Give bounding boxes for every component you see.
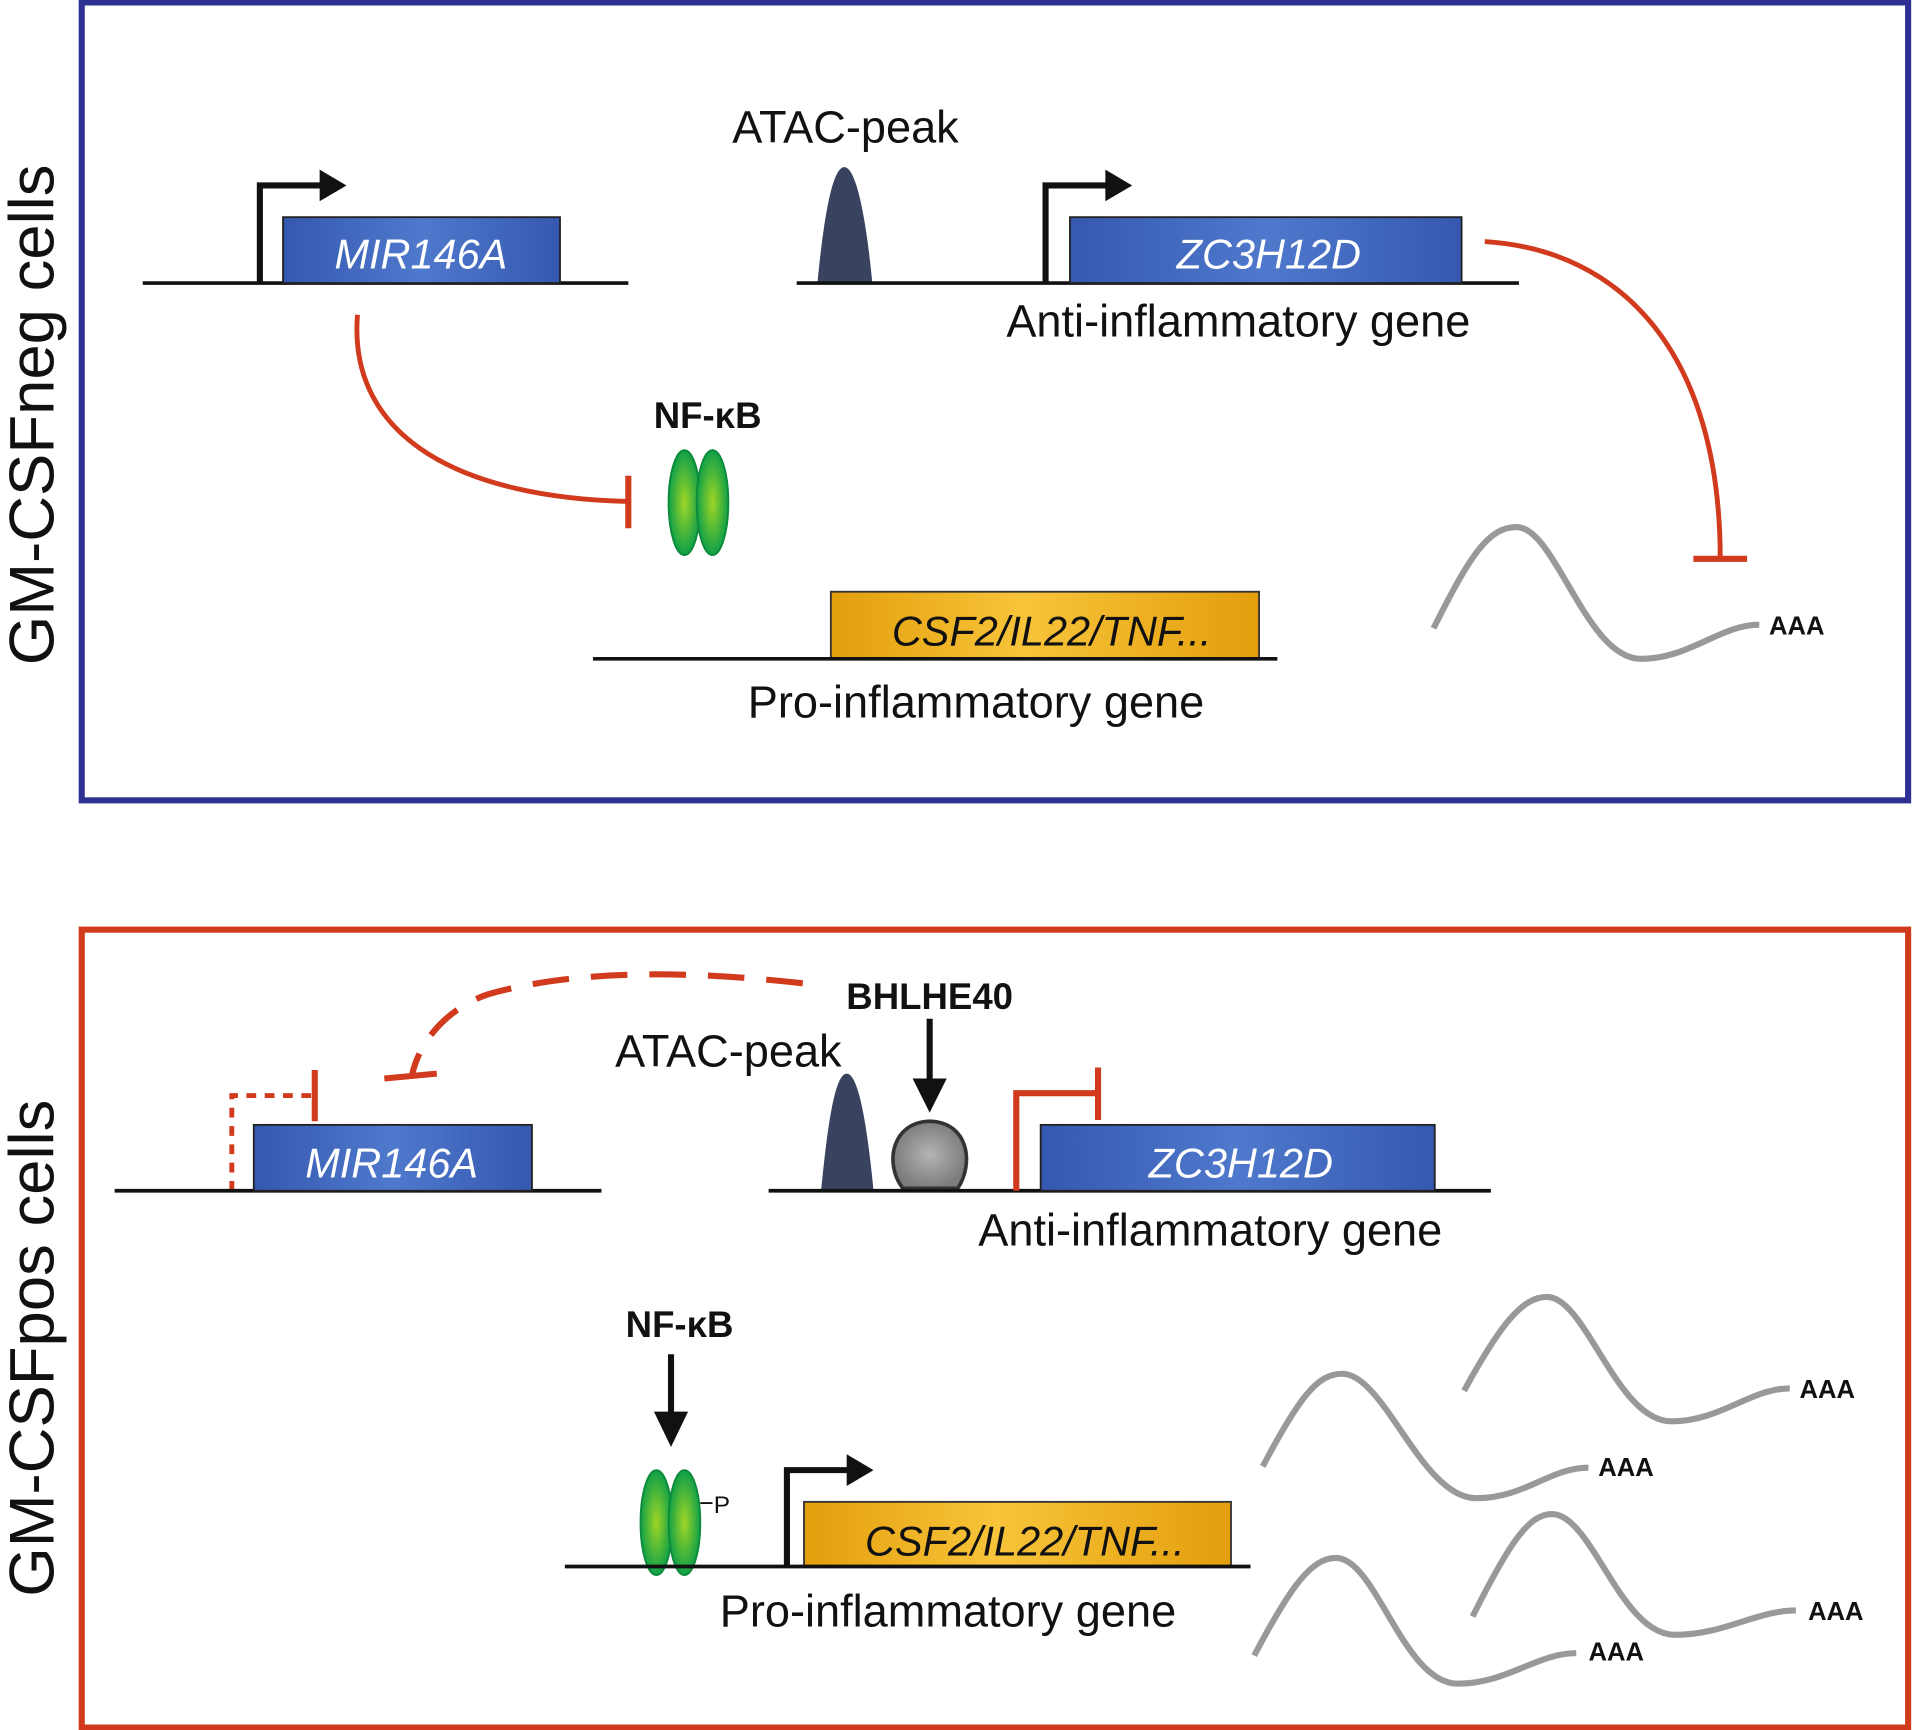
polya-label: AAA [1808,1598,1863,1626]
gene-label: MIR146A [334,230,507,277]
promoter-arrow [783,1467,855,1567]
polya-label: AAA [1598,1454,1653,1482]
inhibition-line [354,314,629,504]
nfkb-dimer-phosphorylated [639,1469,713,1576]
pro-inflammatory-label: Pro-inflammatory gene [720,1585,1176,1636]
arrowhead-icon [912,1078,947,1113]
gene-label: MIR146A [305,1139,478,1186]
gene-box-mir146a [282,216,561,284]
mrna-transcript [1430,524,1760,662]
promoter-arrow [1042,182,1113,284]
atac-peak [821,1073,874,1191]
gene-label: ZC3H12D [1176,230,1361,277]
gene-box-zc3h12d [1069,216,1463,284]
mrna-transcript [1251,1554,1577,1687]
gene-label: CSF2/IL22/TNF... [892,607,1212,654]
atac-label: ATAC-peak [615,1025,842,1076]
side-label: GM-CSFpos cells [0,1100,68,1597]
mrna-transcript [1260,1370,1589,1502]
dotted-promoter [229,1093,315,1191]
arrowhead-icon [319,169,347,202]
polya-label: AAA [1769,612,1824,640]
nfkb-label: NF-κB [654,395,762,436]
inhibition-bar [384,1070,438,1082]
anti-inflammatory-label: Anti-inflammatory gene [1006,296,1470,347]
anti-inflammatory-label: Anti-inflammatory gene [978,1205,1442,1256]
side-label: GM-CSFneg cells [0,165,68,666]
arrowhead-icon [1105,169,1133,202]
mrna-transcript [1469,1511,1796,1638]
gene-label: ZC3H12D [1148,1139,1333,1186]
repressed-promoter [1013,1090,1099,1191]
mrna-transcript [1461,1293,1790,1425]
arrowhead-icon [653,1411,689,1447]
polya-label: AAA [1800,1376,1855,1404]
nfkb-label: NF-κB [626,1304,734,1345]
dashed-inhibition-line [409,971,804,1075]
panel-border [78,926,1912,1730]
phospho-label: P [714,1492,730,1519]
panel-border [78,0,1912,804]
polya-label: AAA [1588,1638,1643,1666]
promoter-arrow [256,182,327,284]
gene-box-zc3h12d [1039,1123,1436,1192]
panel-gm-csf-neg: GM-CSFneg cells MIR146A ATAC-peak ZC3H12… [0,0,1912,804]
inhibition-line [1484,239,1723,559]
panel-gm-csf-pos: GM-CSFpos cells MIR146A ATAC-peak BHLHE4… [0,926,1912,1730]
bhlhe40-label: BHLHE40 [846,976,1013,1017]
arrowhead-icon [846,1454,874,1486]
atac-label: ATAC-peak [732,102,959,153]
atac-peak [817,167,873,284]
gene-box-mir146a [252,1123,533,1192]
pro-inflammatory-label: Pro-inflammatory gene [748,676,1204,727]
gene-label: CSF2/IL22/TNF... [865,1518,1185,1565]
bhlhe40-protein [891,1119,969,1191]
nfkb-dimer [667,449,730,557]
